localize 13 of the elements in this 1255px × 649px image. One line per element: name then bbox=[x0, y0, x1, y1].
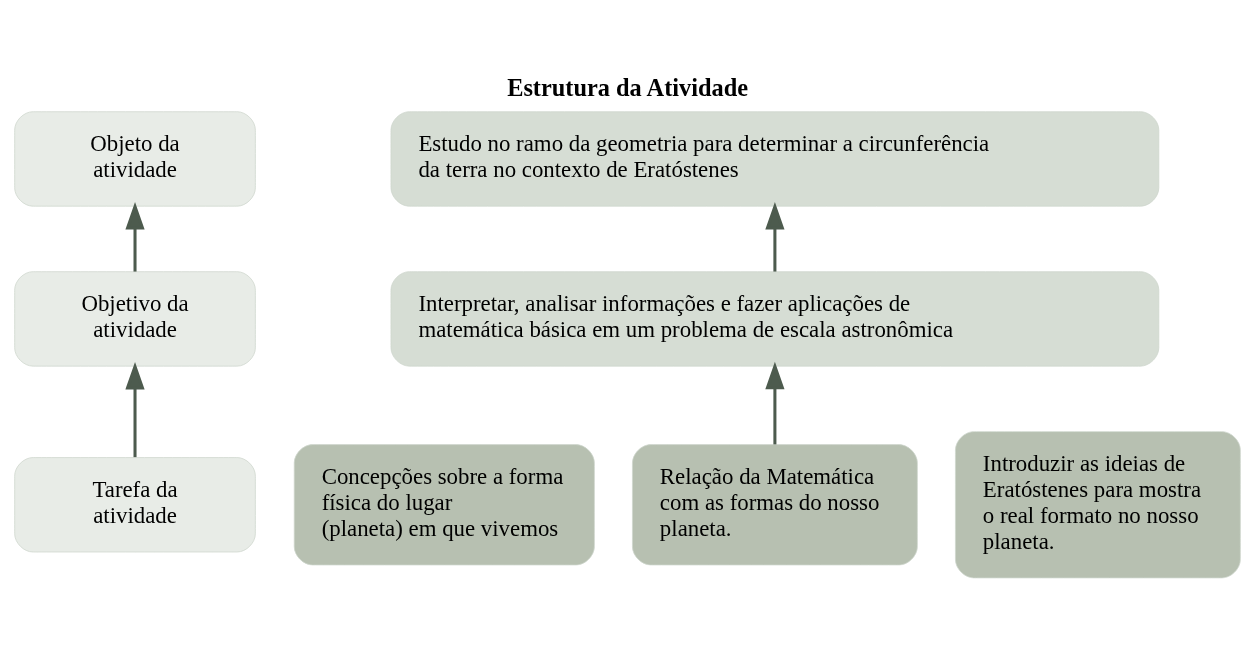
arrow bbox=[765, 201, 785, 272]
node-box: Introduzir as ideias de Eratóstenes para mostra o real formato no nosso planeta. bbox=[955, 430, 1241, 578]
diagram-title: Estrutura da Atividade bbox=[507, 73, 749, 101]
node-box: Concepções sobre a forma física do lugar (planeta) em que vivemos bbox=[293, 443, 595, 565]
node-box: Tarefa da atividade bbox=[14, 456, 256, 552]
node-box: Relação da Matemática com as formas do nosso planeta. bbox=[632, 443, 918, 565]
arrow bbox=[125, 361, 145, 457]
node-box: Estudo no ramo da geometria para determinar a circunferência da terra no contexto de Eratóstenes bbox=[390, 110, 1160, 207]
arrow bbox=[125, 201, 145, 272]
arrow bbox=[765, 361, 785, 444]
node-box: Objetivo da atividade bbox=[14, 270, 256, 366]
node-box: Interpretar, analisar informações e fazer aplicações de matemática básica em um problema de escala astronômica bbox=[390, 270, 1160, 366]
node-box: Objeto da atividade bbox=[14, 110, 256, 207]
